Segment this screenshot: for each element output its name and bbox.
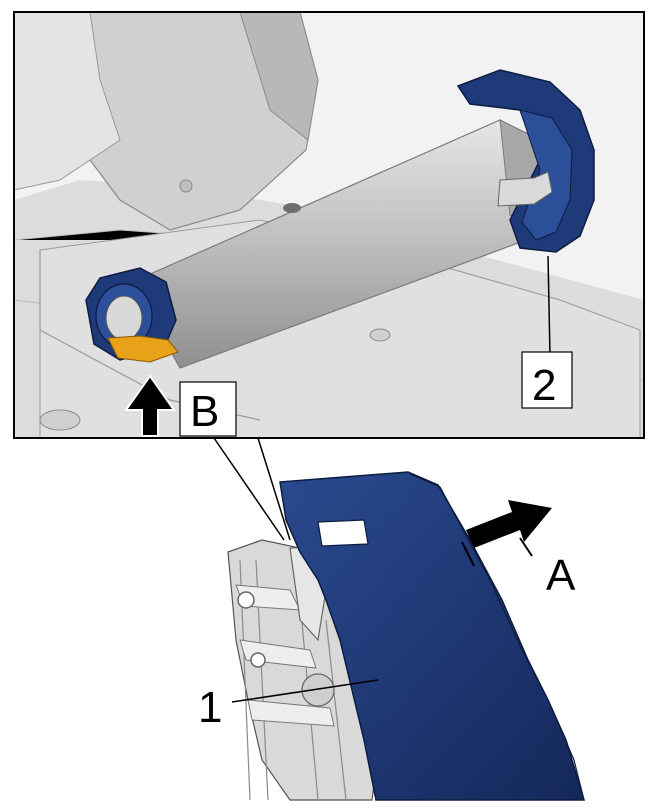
part-2-leader: [547, 255, 551, 357]
callout-a: A: [546, 551, 576, 600]
callout-b: B: [190, 387, 219, 436]
detail-leader-lines: [213, 437, 291, 541]
callout-1: 1: [198, 683, 222, 732]
part-1-leader: [231, 679, 379, 703]
callout-2-box: [521, 351, 573, 409]
latch-part: [107, 335, 179, 363]
callout-2: 2: [532, 361, 556, 410]
direction-arrow-b: [124, 374, 176, 437]
detail-frame-border: [13, 11, 645, 439]
direction-arrow-a: [461, 500, 552, 567]
end-cap-part-2: [456, 69, 595, 253]
left-collar: [85, 267, 177, 361]
seat-back-cover: [279, 471, 586, 801]
callout-b-box: [179, 381, 237, 437]
